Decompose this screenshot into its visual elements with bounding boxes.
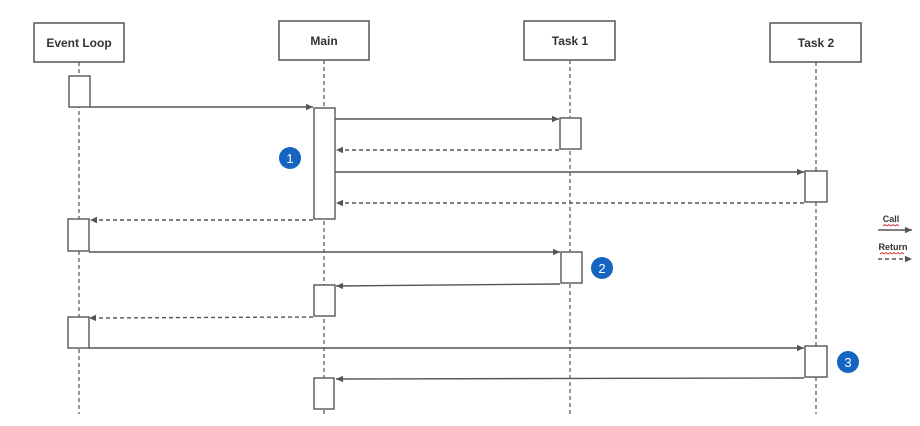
participant-task-1[interactable]: Task 1 bbox=[523, 20, 616, 61]
activation-bar bbox=[804, 345, 828, 378]
legend-return: Return bbox=[878, 242, 912, 263]
activation-bar bbox=[313, 107, 336, 220]
call-arrow bbox=[335, 375, 805, 383]
legend: Call Return bbox=[878, 214, 912, 263]
messages bbox=[88, 103, 805, 383]
participant-task-2[interactable]: Task 2 bbox=[769, 22, 862, 63]
legend-call: Call bbox=[878, 214, 912, 234]
activation-bar bbox=[313, 377, 335, 410]
badge-1: 1 bbox=[279, 147, 301, 169]
activation-bar bbox=[313, 284, 336, 317]
badge-label: 3 bbox=[844, 355, 851, 370]
participant-main[interactable]: Main bbox=[278, 20, 370, 61]
return-arrow bbox=[88, 314, 314, 322]
participant-event-loop[interactable]: Event Loop bbox=[33, 22, 125, 63]
participant-label: Task 1 bbox=[552, 34, 589, 48]
badge-label: 2 bbox=[598, 261, 605, 276]
lifelines bbox=[78, 60, 817, 414]
activation-bar bbox=[67, 316, 90, 349]
badge-3: 3 bbox=[837, 351, 859, 373]
activations bbox=[67, 75, 828, 410]
participant-label: Task 2 bbox=[798, 36, 835, 50]
legend-call-label: Call bbox=[883, 214, 900, 224]
participant-label: Main bbox=[310, 34, 337, 48]
activation-bar bbox=[560, 251, 583, 284]
participant-label: Event Loop bbox=[46, 36, 111, 50]
call-arrow bbox=[335, 282, 561, 290]
badge-label: 1 bbox=[286, 151, 293, 166]
activation-bar bbox=[804, 170, 828, 203]
activation-bar bbox=[67, 218, 90, 252]
activation-bar bbox=[559, 117, 582, 150]
activation-bar bbox=[68, 75, 91, 108]
spellcheck-underline bbox=[882, 224, 900, 227]
spellcheck-underline bbox=[879, 252, 905, 255]
legend-return-label: Return bbox=[879, 242, 908, 252]
badge-2: 2 bbox=[591, 257, 613, 279]
